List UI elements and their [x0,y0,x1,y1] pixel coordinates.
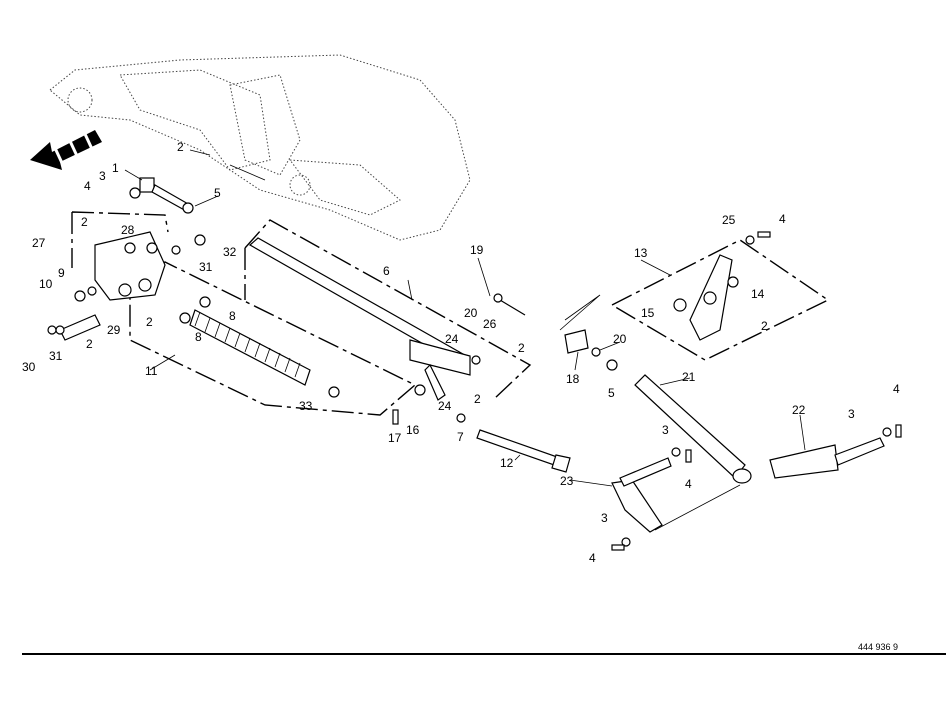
callout: 32 [223,245,237,259]
callout: 11 [145,364,158,378]
callout: 19 [470,243,484,257]
callout: 22 [792,403,806,417]
callout: 3 [848,407,855,421]
callout: 10 [39,277,53,291]
bracket-27 [94,231,166,301]
hardware-small-parts [47,177,902,551]
callout: 26 [483,317,497,331]
callout: 25 [722,213,736,227]
callout: 16 [406,423,420,437]
callout: 2 [761,319,768,333]
spring-11 [189,309,311,386]
callout: 8 [195,330,202,344]
callout: 4 [589,551,596,565]
cylinder-21 [634,374,752,484]
drawing-reference-number: 444 936 9 [858,642,899,652]
callout: 20 [613,332,627,346]
callout: 2 [146,315,153,329]
callout: 4 [685,477,692,491]
callout: 28 [121,223,135,237]
callout: 5 [214,186,221,200]
callout: 12 [500,456,514,470]
callout-labels: 1 2 3 4 5 2 28 27 32 31 9 10 6 19 20 26 … [22,140,900,565]
callout: 5 [608,386,615,400]
group-6-outline [244,219,532,399]
callout: 24 [438,399,452,413]
callout: 21 [682,370,696,384]
callout: 2 [81,215,88,229]
callout: 17 [388,431,402,445]
direction-arrow-icon [30,130,102,170]
callout: 2 [86,337,93,351]
callout: 23 [560,474,574,488]
callout: 31 [49,349,63,363]
callout: 3 [99,169,106,183]
callout: 2 [177,140,184,154]
callout: 33 [299,399,313,413]
bolt-12 [476,429,571,473]
block-18 [564,329,589,354]
callout: 30 [22,360,36,374]
callout: 15 [641,306,655,320]
callout: 8 [229,309,236,323]
plate-13 [689,254,733,341]
callout: 29 [107,323,121,337]
callout: 24 [445,332,459,346]
callout: 3 [662,423,669,437]
leader-lines [124,149,806,487]
callout: 13 [634,246,648,260]
callout: 27 [32,236,46,250]
callout: 3 [601,511,608,525]
callout: 20 [464,306,478,320]
lever-23 [611,457,741,533]
callout: 4 [84,179,91,193]
lever-22 [769,437,885,479]
callout: 4 [779,212,786,226]
callout: 31 [199,260,213,274]
main-shaft-6 [248,237,471,401]
tractor-frame-outline [49,54,471,241]
group-27-outline [71,211,169,268]
group-11-outline [129,261,417,416]
callout: 18 [566,372,580,386]
callout: 7 [457,430,464,444]
callout: 4 [893,382,900,396]
callout: 1 [112,161,119,175]
callout: 14 [751,287,765,301]
callout: 2 [474,392,481,406]
callout: 2 [518,341,525,355]
callout: 6 [383,264,390,278]
callout: 9 [58,266,65,280]
